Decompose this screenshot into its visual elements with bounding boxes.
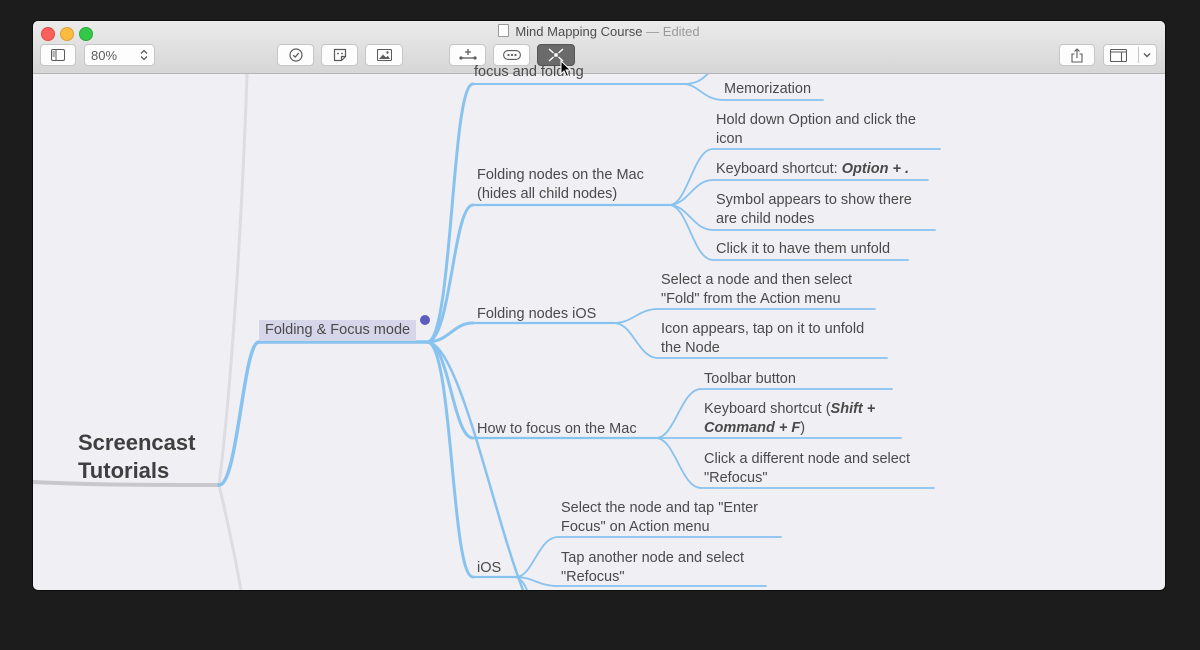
sticker-icon: [333, 48, 346, 62]
document-title: Mind Mapping Course: [515, 24, 643, 39]
kb-shortcut-close: ): [800, 420, 806, 436]
add-child-icon: [458, 49, 477, 60]
branch-icon-appears: [613, 322, 659, 359]
image-icon: [376, 49, 392, 61]
kb-shortcut-label-2: Keyboard shortcut (: [704, 401, 831, 417]
node-kb-shortcut-option[interactable]: Keyboard shortcut: Option + .: [716, 160, 909, 179]
mindmap-canvas[interactable]: focus and folding Memorization Screencas…: [33, 64, 1165, 590]
branch-hold-option: [668, 148, 714, 206]
focus-button[interactable]: [537, 44, 575, 66]
node-folding-ios[interactable]: Folding nodes iOS: [477, 306, 597, 322]
focus-icon: [548, 48, 564, 62]
kb-shortcut-label: Keyboard shortcut:: [716, 161, 842, 177]
image-button[interactable]: [365, 44, 403, 66]
node-select-node[interactable]: Select a node and then select "Fold" fro…: [661, 272, 853, 307]
branch-to-folding-ios: [425, 321, 475, 344]
root-branch-down: [217, 484, 243, 590]
node-symbol-appears[interactable]: Symbol appears to show there are child n…: [716, 192, 912, 227]
node-handle-dot[interactable]: [420, 315, 430, 325]
node-click-different[interactable]: Click a different node and select "Refoc…: [704, 451, 911, 486]
branch-toolbar-button: [655, 388, 702, 439]
title-bar: Mind Mapping Course — Edited 80%: [33, 21, 1165, 74]
zoom-value: 80%: [91, 47, 118, 63]
branch-to-ios: [425, 340, 475, 579]
inspector-button[interactable]: [1103, 44, 1157, 66]
branch-click-different: [655, 437, 702, 489]
branch-enter-focus: [515, 536, 559, 578]
split-divider: [1138, 47, 1139, 63]
node-icon-appears[interactable]: Icon appears, tap on it to unfold the No…: [661, 321, 865, 356]
root-trunk: [33, 480, 220, 487]
branch-kb-shortcut: [668, 179, 714, 206]
mindmap-connectors: [33, 74, 941, 590]
branch-select-node: [613, 308, 659, 324]
document-icon: [498, 24, 510, 37]
node-memorization[interactable]: Memorization: [724, 81, 812, 97]
branch-click-unfold: [668, 204, 714, 261]
minimize-window-button[interactable]: [60, 27, 74, 41]
branch-refocus-ios: [515, 576, 559, 587]
sticker-button[interactable]: [321, 44, 358, 66]
branch-to-folding-mac: [425, 203, 475, 344]
inspector-icon: [1110, 48, 1127, 62]
node-focus-and-folding[interactable]: focus and folding: [474, 64, 584, 80]
branch-to-top: [425, 82, 475, 344]
node-click-unfold[interactable]: Click it to have them unfold: [716, 241, 891, 257]
node-ios[interactable]: iOS: [477, 560, 502, 576]
more-button[interactable]: [493, 44, 530, 66]
kb-shortcut-keys-2b: Command + F: [704, 420, 801, 436]
branch-symbol: [668, 204, 714, 231]
sidebar-icon: [51, 49, 65, 61]
inspector-menu-button[interactable]: [1142, 50, 1152, 60]
edited-label: — Edited: [646, 24, 700, 39]
sidebar-toggle-button[interactable]: [40, 44, 76, 66]
selected-node[interactable]: Folding & Focus mode: [259, 320, 417, 341]
ellipsis-icon: [502, 50, 521, 60]
chevron-down-icon: [1143, 53, 1151, 58]
branch-memorization: [682, 83, 724, 101]
stepper-icon: [140, 49, 148, 61]
node-folding-mac[interactable]: Folding nodes on the Mac (hides all chil…: [477, 167, 644, 202]
branch-root-selected: [217, 340, 261, 487]
zoom-window-button[interactable]: [79, 27, 93, 41]
root-node[interactable]: Screencast Tutorials: [78, 430, 196, 483]
node-toolbar-button[interactable]: Toolbar button: [704, 371, 796, 387]
kb-shortcut-keys-2a: Shift +: [830, 401, 876, 417]
zoom-select[interactable]: 80%: [84, 44, 155, 66]
checkmark-circle-icon: [288, 48, 303, 62]
kb-shortcut-keys: Option + .: [841, 161, 910, 177]
share-icon: [1071, 47, 1083, 63]
share-button[interactable]: [1059, 44, 1095, 66]
node-hold-option[interactable]: Hold down Option and click the icon: [716, 112, 916, 147]
add-node-button[interactable]: [449, 44, 486, 66]
node-refocus-ios[interactable]: Tap another node and select "Refocus": [561, 550, 744, 585]
branch-top-upper: [682, 74, 709, 85]
check-button[interactable]: [277, 44, 314, 66]
node-enter-focus[interactable]: Select the node and tap "Enter Focus" on…: [561, 500, 759, 535]
mouse-pointer-icon: [560, 60, 572, 78]
node-focus-mac[interactable]: How to focus on the Mac: [477, 421, 637, 437]
branch-to-focus-mac: [425, 340, 475, 440]
window-title: Mind Mapping Course — Edited: [33, 24, 1165, 40]
branch-ios-offscreen: [515, 576, 528, 590]
node-kb-shortcut-shift[interactable]: Keyboard shortcut (Shift + Command + F): [704, 400, 875, 438]
close-window-button[interactable]: [41, 27, 55, 41]
root-branch-up: [217, 74, 249, 486]
app-window: Mind Mapping Course — Edited 80%: [33, 21, 1165, 590]
